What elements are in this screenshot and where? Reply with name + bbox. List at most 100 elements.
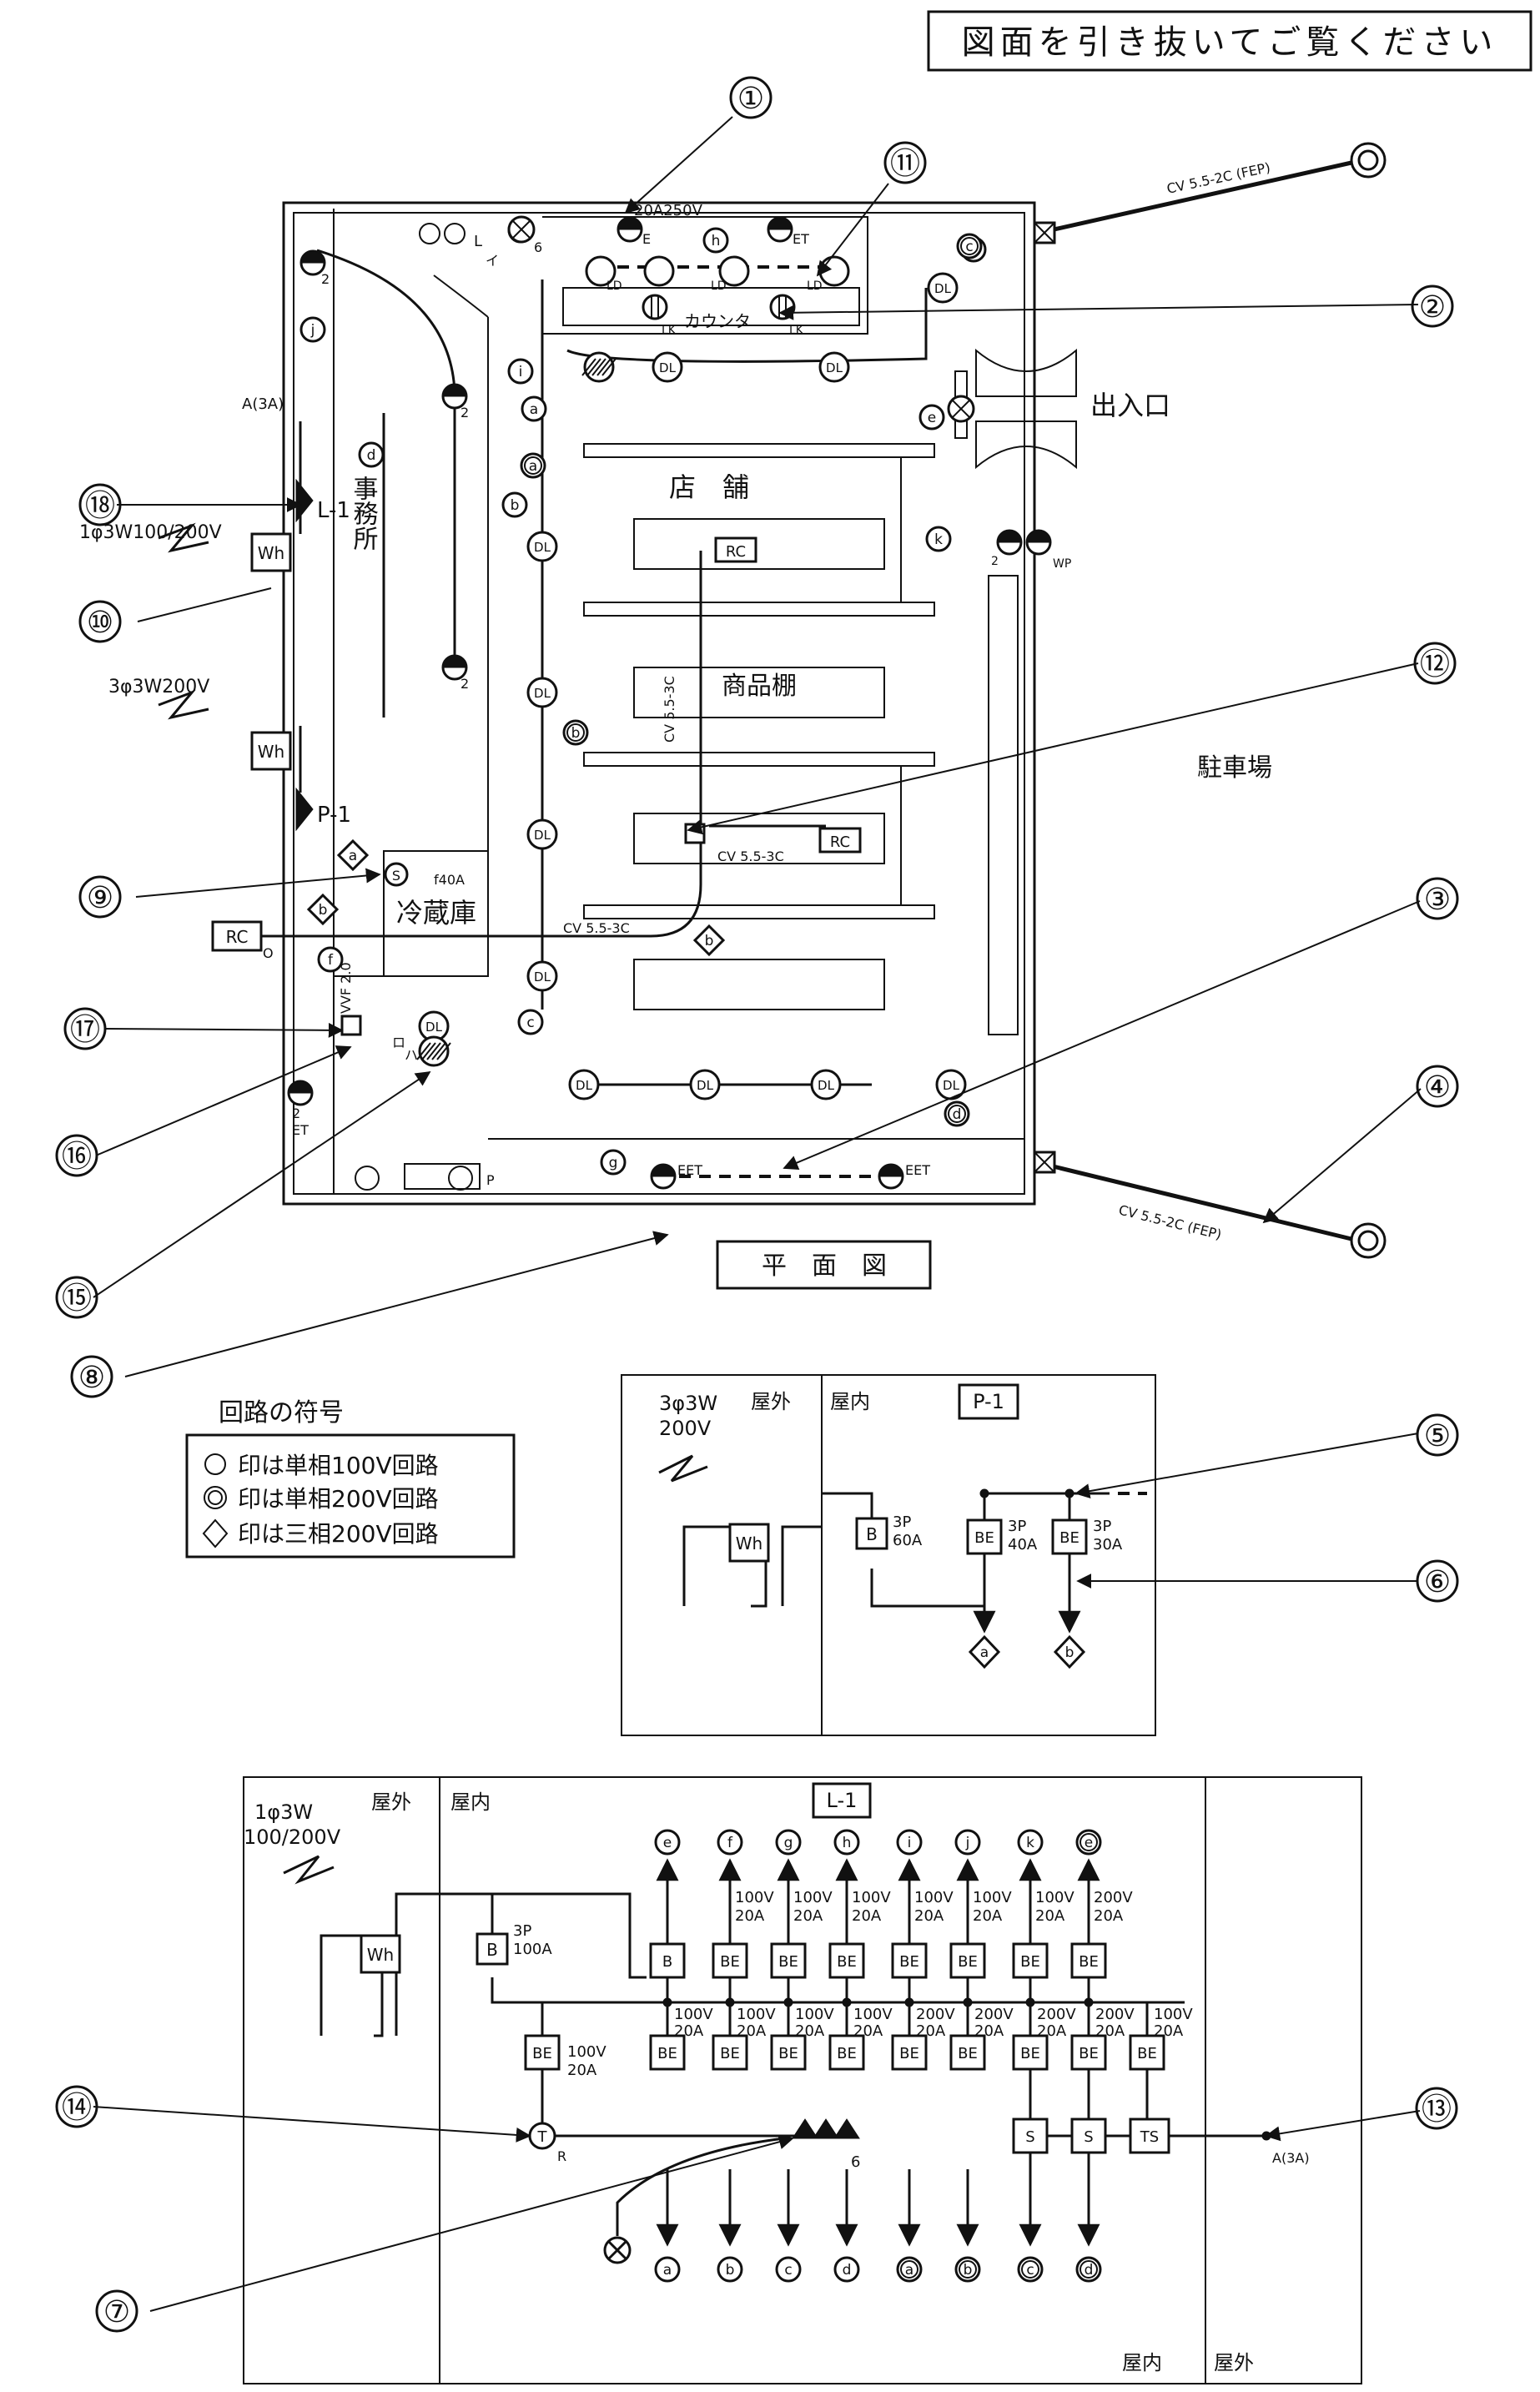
header-note-text: 図面を引き抜いてご覧ください <box>962 23 1498 62</box>
svg-text:BE: BE <box>974 1529 994 1547</box>
legend-box <box>185 1433 516 1559</box>
svg-text:EET: EET <box>905 1162 930 1178</box>
lower-fixture-0 <box>355 1166 380 1191</box>
svg-text:c: c <box>784 2262 792 2279</box>
counter-light-3 <box>818 255 850 287</box>
svg-text:BE: BE <box>1079 2045 1099 2062</box>
hatched-fixture-0 <box>581 351 617 383</box>
svg-text:20A: 20A <box>1094 1907 1124 1925</box>
shelves-label: 商品棚 <box>722 672 797 701</box>
a3a-label: A(3A) <box>242 395 284 413</box>
circuit-marker-a-11: a <box>520 452 546 479</box>
svg-text:T: T <box>537 2128 548 2146</box>
l1-switch-1: S <box>1070 2069 1107 2154</box>
rc-shelf-1-label: RC <box>726 543 746 561</box>
svg-text:b: b <box>1065 1644 1074 1661</box>
svg-text:e: e <box>1085 1835 1093 1851</box>
svg-text:LK: LK <box>662 324 677 337</box>
svg-text:⑮: ⑮ <box>62 1282 92 1316</box>
legend-title: 回路の符号 <box>219 1398 344 1428</box>
l1-frame <box>243 1776 1362 2384</box>
panel-l1-label: L-1 <box>317 498 350 523</box>
cold-storage-box <box>383 850 489 977</box>
svg-text:2: 2 <box>991 555 999 568</box>
downlight-10: DL <box>935 1069 967 1100</box>
svg-text:20A: 20A <box>674 2022 704 2040</box>
svg-text:20A: 20A <box>737 2022 767 2040</box>
svg-text:イ: イ <box>486 253 499 269</box>
cv-label-junction: CV 5.5-3C <box>717 849 784 864</box>
panel-l1-diagram: L-1 1φ3W 100/200V 屋外 屋内 Wh B 3P 100A BE … <box>243 1776 1362 2384</box>
pull-box-0 <box>1033 221 1056 244</box>
rc-outdoor-box <box>211 920 263 952</box>
svg-text:f: f <box>727 1835 733 1851</box>
svg-text:c: c <box>965 239 973 255</box>
svg-text:S: S <box>1084 2128 1093 2146</box>
legend-double-circle <box>204 1486 227 1509</box>
l1-output-7: d <box>1075 2153 1102 2283</box>
panel-p1-symbol <box>295 787 314 832</box>
svg-text:i: i <box>908 1835 912 1851</box>
downlight-5: DL <box>526 818 558 850</box>
svg-text:100V: 100V <box>1035 1889 1074 1906</box>
svg-text:b: b <box>726 2262 735 2279</box>
rc-shelf-2 <box>818 827 862 854</box>
svg-text:20A: 20A <box>793 1907 823 1925</box>
svg-text:a: a <box>663 2262 672 2279</box>
svg-text:DL: DL <box>425 1020 443 1035</box>
circuit-marker-c-13: c <box>517 1009 544 1035</box>
svg-text:2: 2 <box>321 271 330 287</box>
svg-text:e: e <box>928 410 936 426</box>
svg-text:e: e <box>663 1835 672 1851</box>
svg-text:ET: ET <box>793 231 809 247</box>
svg-text:LD: LD <box>807 279 823 293</box>
svg-text:200V: 200V <box>1094 1889 1133 1906</box>
svg-text:⑬: ⑬ <box>1422 2092 1452 2127</box>
callout-8: ⑧ <box>70 1355 113 1398</box>
svg-text:200V: 200V <box>1095 2006 1135 2023</box>
l1-output-6: c <box>1017 2153 1044 2283</box>
circuit-marker-b-6: b <box>501 491 528 518</box>
svg-text:k: k <box>934 531 943 548</box>
svg-text:B: B <box>866 1524 878 1544</box>
legend-single-circle <box>204 1453 226 1475</box>
svg-text:a: a <box>905 2262 913 2279</box>
svg-text:20A: 20A <box>852 1907 882 1925</box>
l1-supply-1: 1φ3W <box>254 1800 313 1824</box>
rc-shelf-1 <box>714 536 757 563</box>
svg-text:BE: BE <box>1079 1953 1099 1971</box>
svg-text:ロ: ロ <box>392 1035 405 1050</box>
rc-outdoor-sub: O <box>263 945 274 961</box>
outlet-9 <box>878 1163 904 1190</box>
downlight-6: DL <box>526 960 558 992</box>
callout-18: ⑱ <box>78 483 122 526</box>
circuit-marker-a-16: a <box>336 838 370 872</box>
l1-output-3: d <box>833 2169 860 2283</box>
hatched-fixture-1 <box>416 1035 451 1067</box>
outlet-0 <box>617 216 643 243</box>
lower-fixture-1 <box>448 1166 473 1191</box>
svg-text:⑰: ⑰ <box>70 1013 100 1047</box>
callout-6: ⑥ <box>1416 1559 1459 1603</box>
p1-name-box <box>958 1383 1019 1420</box>
svg-text:h: h <box>712 233 721 249</box>
p1-supply-2: 200V <box>659 1417 712 1440</box>
legend-item-100v: 印は単相100V回路 <box>238 1452 439 1479</box>
l1-junction-symbols <box>792 2118 860 2139</box>
svg-text:BE: BE <box>720 1953 740 1971</box>
svg-text:WP: WP <box>1053 557 1071 571</box>
floor-plan: 冷蔵庫 事務所 カウンタ 店 舗 商品棚 駐車場 出入口 <box>79 142 1387 1259</box>
circuit-marker-f-12: f <box>317 946 344 973</box>
cv-5.5-2c-upper <box>1042 160 1352 234</box>
p1-indoor: 屋内 <box>830 1390 870 1413</box>
svg-text:TS: TS <box>1140 2128 1159 2146</box>
l1-lamp-6 <box>603 2236 632 2264</box>
circuit-marker-i-4: i <box>507 358 534 385</box>
